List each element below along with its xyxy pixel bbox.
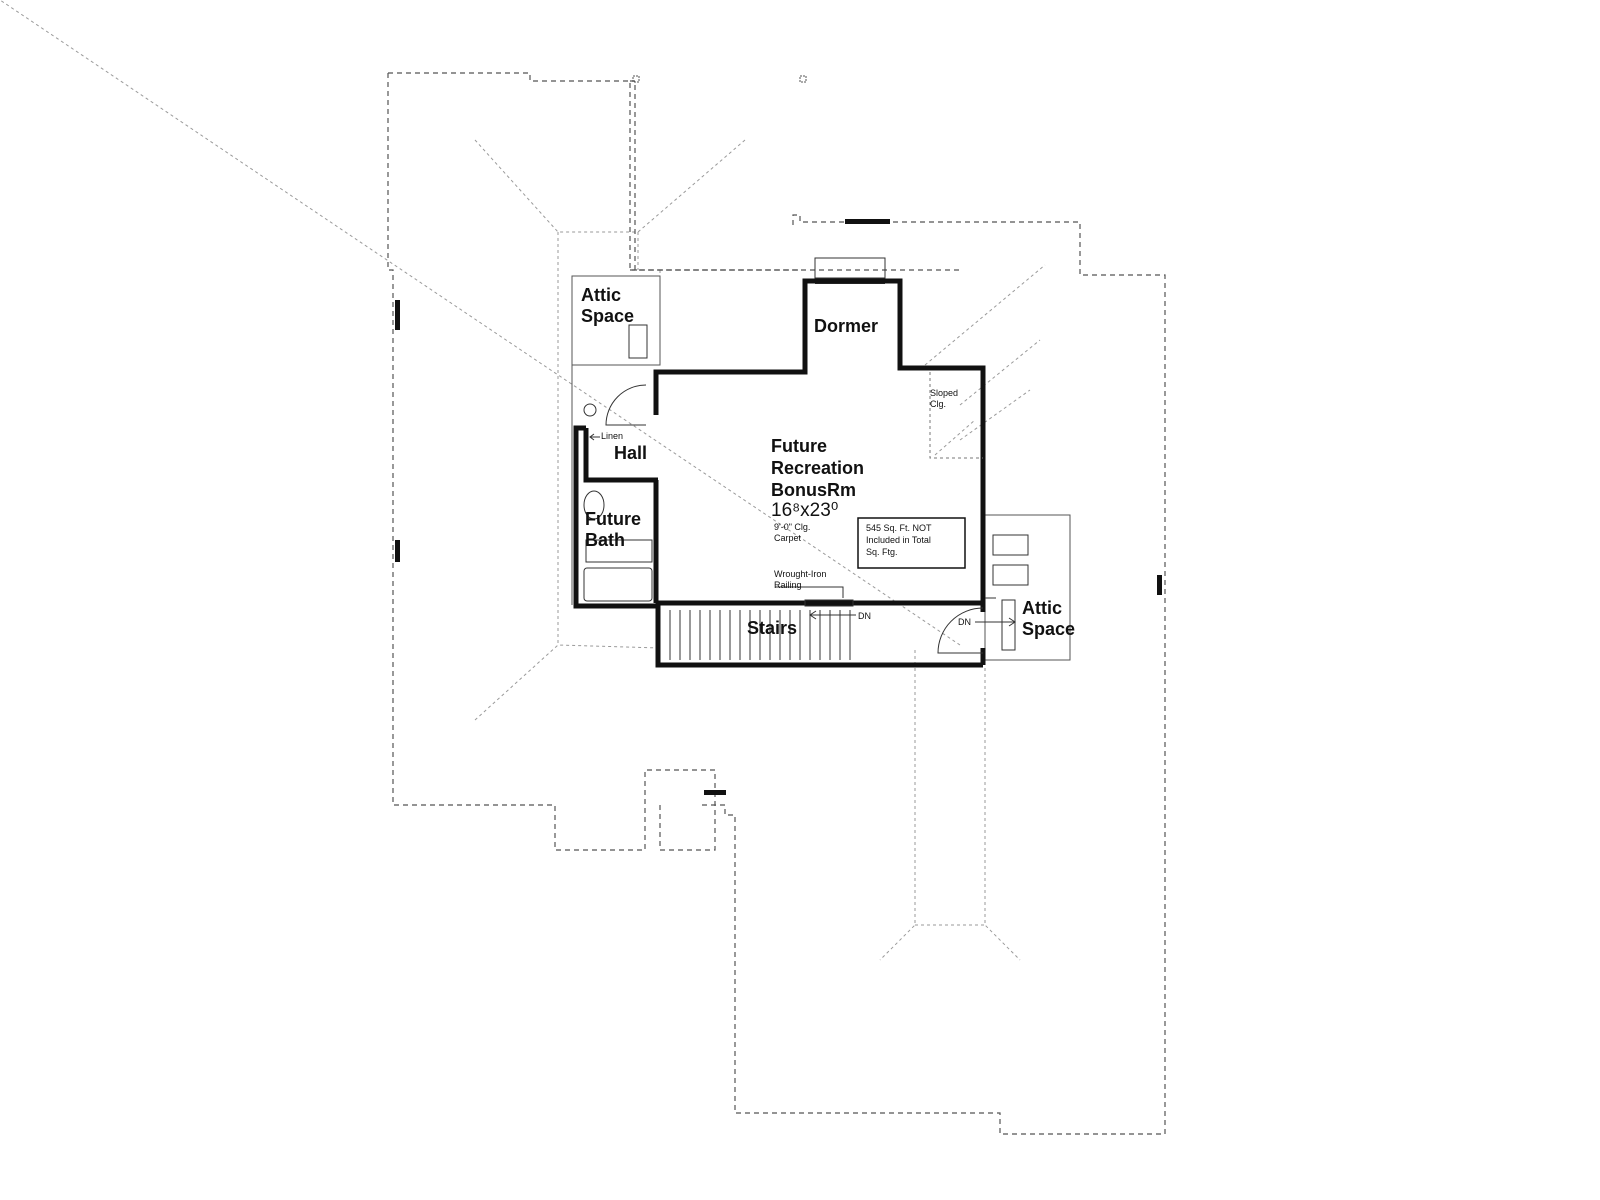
bath-label-1: Future <box>585 509 641 529</box>
linen-arrow <box>589 433 600 441</box>
dormer-label: Dormer <box>814 316 878 336</box>
stair-treads <box>669 610 851 660</box>
railing-arrow <box>775 586 844 598</box>
recreation-size: 16⁸x23⁰ <box>771 500 838 521</box>
sqft-note-3: Sq. Ftg. <box>866 547 898 557</box>
bathtub <box>583 567 653 602</box>
sloped-label-2: Clg. <box>930 399 946 409</box>
sqft-note-box <box>857 517 966 569</box>
dn-attic-label: DN <box>958 617 971 627</box>
bath-label-2: Bath <box>585 530 625 550</box>
water-heater <box>583 403 597 417</box>
railing <box>804 599 854 607</box>
dn-arrow-stairs <box>809 610 856 620</box>
railing-label-1: Wrought-Iron <box>774 569 826 579</box>
stairs-label: Stairs <box>747 618 797 638</box>
recreation-ceiling: 9'-0" Clg. <box>774 522 810 532</box>
railing-label-2: Railing <box>774 580 802 590</box>
sloped-ceiling-line <box>929 372 983 459</box>
window-marks <box>395 219 1162 795</box>
attic-appliance <box>628 324 648 359</box>
dormer-window <box>814 257 886 279</box>
attic-right-label-1: Attic <box>1022 598 1062 618</box>
dn-stairs-label: DN <box>858 611 871 621</box>
recreation-label-1: Future <box>771 436 827 456</box>
recreation-label-3: BonusRm <box>771 480 856 500</box>
roof-lines <box>0 0 1046 961</box>
attic-fixture <box>992 534 1029 556</box>
recreation-floor: Carpet <box>774 533 802 543</box>
hall-door-swing <box>605 384 647 426</box>
sqft-note-2: Included in Total <box>866 535 931 545</box>
vent-marker <box>799 75 807 83</box>
hall-label: Hall <box>614 443 647 463</box>
vanity <box>585 539 653 563</box>
recreation-label-2: Recreation <box>771 458 864 478</box>
attic-right-label-2: Space <box>1022 619 1075 639</box>
vent-marker <box>632 75 640 83</box>
attic-fixture <box>992 564 1029 586</box>
attic-space-left-outline <box>571 275 661 366</box>
sqft-note-1: 545 Sq. Ft. NOT <box>866 523 932 533</box>
linen-label: Linen <box>601 431 623 441</box>
main-walls <box>573 278 986 668</box>
attic-left-label-2: Space <box>581 306 634 326</box>
attic-ladder <box>1001 599 1016 651</box>
first-floor-outline <box>387 72 1166 1135</box>
dn-arrow-attic <box>975 617 1016 627</box>
toilet-icon <box>583 490 605 520</box>
attic-door-swing <box>937 607 984 654</box>
attic-left-label-1: Attic <box>581 285 621 305</box>
sloped-label-1: Sloped <box>930 388 958 398</box>
